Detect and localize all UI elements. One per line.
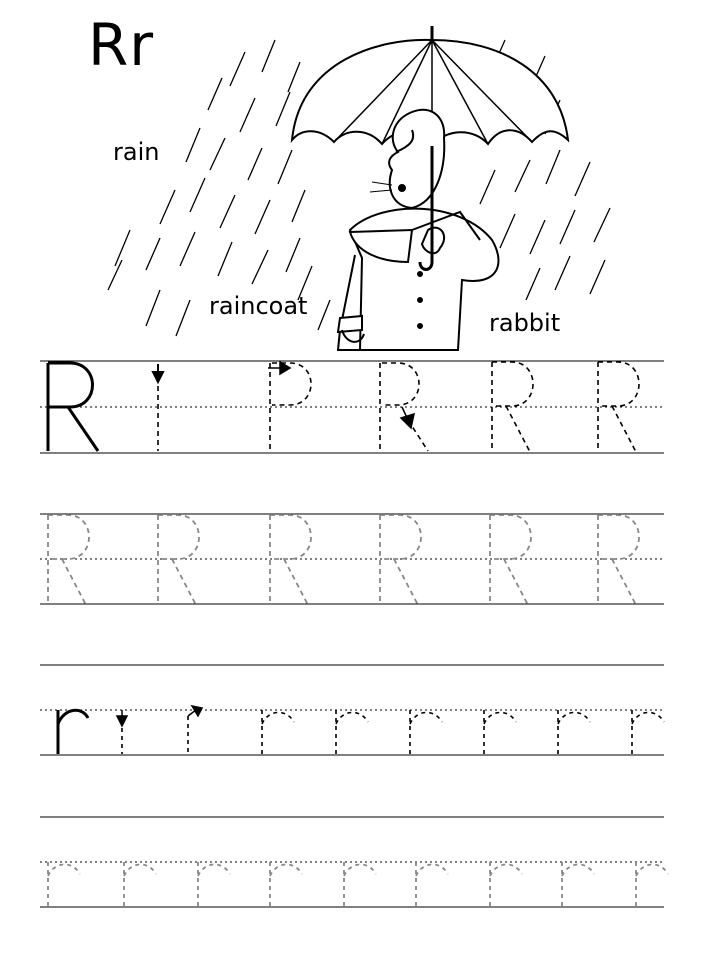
rabbit-illustration bbox=[336, 108, 500, 351]
model-uppercase-r bbox=[46, 361, 100, 452]
row4-guidelines bbox=[40, 816, 664, 908]
model-lowercase-r bbox=[56, 708, 90, 754]
word-raincoat: raincoat bbox=[209, 292, 308, 320]
stroke-guide-r bbox=[157, 361, 640, 453]
word-rabbit: rabbit bbox=[489, 309, 561, 337]
row3-guidelines bbox=[40, 664, 664, 756]
trace-uppercase-r bbox=[47, 514, 640, 606]
trace-lowercase-r bbox=[47, 861, 669, 908]
row2-guidelines bbox=[40, 513, 664, 605]
direction-arrows-lowercase bbox=[115, 704, 204, 728]
umbrella-illustration bbox=[290, 26, 570, 148]
row1-guidelines bbox=[40, 360, 664, 454]
word-rain: rain bbox=[113, 138, 160, 166]
stroke-guide-lowercase-r bbox=[121, 709, 665, 756]
page-title: Rr bbox=[88, 11, 155, 79]
direction-arrows bbox=[151, 360, 416, 430]
